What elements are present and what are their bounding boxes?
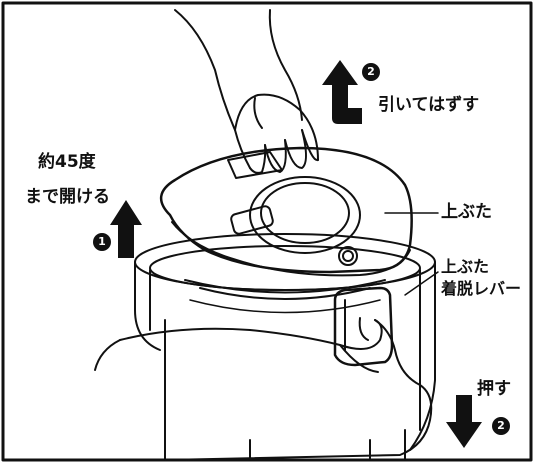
upper-hand bbox=[174, 9, 319, 174]
step-2-badge-press: 2 bbox=[492, 417, 510, 435]
pot-body bbox=[134, 233, 436, 461]
top-lid-label: 上ぶた bbox=[441, 202, 492, 222]
press-down-arrow bbox=[446, 395, 482, 448]
press-label: 押す bbox=[477, 379, 511, 399]
open-angle-label-line2: まで開ける bbox=[25, 187, 110, 207]
tilt-up-arrow bbox=[110, 200, 142, 258]
step-1-badge: 1 bbox=[93, 233, 111, 251]
pull-off-label: 引いてはずす bbox=[378, 95, 480, 115]
top-lid bbox=[160, 146, 413, 277]
lever-label-line2: 着脱レバー bbox=[441, 279, 522, 298]
lever-leader-line bbox=[404, 271, 439, 296]
release-lever bbox=[333, 286, 394, 367]
pull-up-arrow bbox=[322, 60, 362, 124]
lower-hand bbox=[94, 319, 433, 461]
step-2-badge-pull: 2 bbox=[362, 63, 380, 81]
lever-label-line1: 上ぶた bbox=[441, 257, 490, 276]
open-angle-label-line1: 約45度 bbox=[38, 152, 96, 172]
